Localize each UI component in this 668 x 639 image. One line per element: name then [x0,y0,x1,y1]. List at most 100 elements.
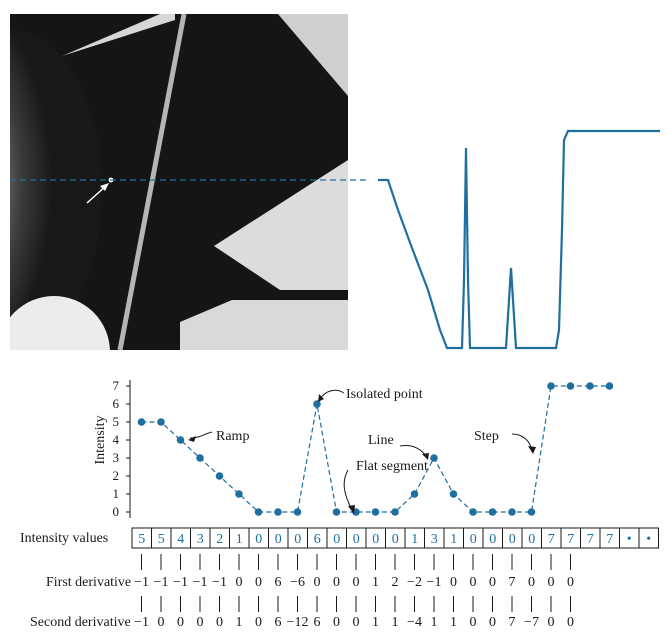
data-point [488,508,497,516]
derivative-value: 7 [509,575,516,590]
data-point [293,508,302,516]
intensity-value: 3 [431,532,438,547]
y-tick-label: 1 [113,486,120,501]
derivative-value: 0 [470,615,477,630]
derivative-value: 0 [333,615,340,630]
intensity-value: 0 [372,532,379,547]
derivative-value: 0 [236,575,243,590]
derivative-value: −7 [524,615,539,630]
intensity-value: 7 [567,532,574,547]
derivative-value: 0 [255,615,262,630]
data-point [313,400,321,408]
intensity-value: 7 [606,532,613,547]
derivative-value: −4 [407,615,422,630]
data-point [449,490,458,498]
intensity-value: 0 [275,532,282,547]
data-point [254,508,263,516]
intensity-value: 6 [314,532,321,547]
derivative-value: 0 [567,615,574,630]
derivative-value: 1 [372,615,379,630]
data-point [137,418,146,426]
derivative-value: 7 [509,615,516,630]
arrow-head-icon [100,183,109,191]
intensity-value: 5 [158,532,165,547]
derivative-value: 0 [216,615,223,630]
derivative-value: 0 [548,615,555,630]
derivative-value: −1 [212,575,227,590]
second-derivative-ticks [141,596,571,612]
data-point [332,508,341,516]
thin-line-feature [117,14,187,350]
annotation-arrow-icon [422,453,429,460]
derivative-value: 0 [197,615,204,630]
intensity-value: 0 [528,532,535,547]
intensity-value: 5 [138,532,145,547]
data-point [391,508,399,516]
intensity-value: 0 [392,532,399,547]
annotation-ramp: Ramp [188,429,249,444]
annotation-arrow-icon [188,436,196,442]
intensity-value: 1 [236,532,243,547]
derivative-value: 6 [275,615,282,630]
y-tick-label: 3 [113,450,120,465]
annotation-arrow-icon [528,446,536,454]
intensity-value: 1 [450,532,457,547]
data-point [469,508,477,516]
derivative-value: 0 [450,575,457,590]
annotation-isolated-point: Isolated point [318,387,423,402]
derivative-value: −2 [407,575,422,590]
data-point [410,490,419,498]
annotation-line: Line [368,433,429,460]
derivative-value: 0 [567,575,574,590]
intensity-value: 7 [548,532,555,547]
annotation-step: Step [474,429,536,454]
ramp-blob [10,30,102,350]
derivative-value: −1 [154,575,169,590]
annotation-flat-segment: Flat segment [343,459,428,514]
intensity-value: • [627,532,632,547]
intensity-value: 7 [587,532,594,547]
intensity-value: 0 [470,532,477,547]
derivative-value: 1 [392,615,399,630]
intensity-value: 0 [333,532,340,547]
data-point [508,508,516,516]
y-tick-label: 0 [113,504,120,519]
top-triangle [62,14,175,56]
intensity-value: 0 [489,532,496,547]
derivative-value: 1 [236,615,243,630]
derivative-value: 1 [431,615,438,630]
derivative-value: −1 [427,575,442,590]
intensity-value: 0 [255,532,262,547]
y-tick-label: 5 [113,414,120,429]
intensity-value: 3 [197,532,204,547]
derivative-value: 0 [314,575,321,590]
lower-bright-region [180,300,348,350]
derivative-value: 1 [372,575,379,590]
test-image [10,14,348,350]
series-points [137,382,614,516]
data-point [566,382,575,390]
intensity-values-label: Intensity values [20,531,108,546]
data-point [235,490,243,498]
data-point [157,418,165,426]
data-point [274,508,282,516]
derivative-value: −1 [193,575,208,590]
second-derivative-label: Second derivative [30,615,131,630]
derivative-value: 0 [528,575,535,590]
y-tick-label: 4 [113,432,120,447]
y-axis-label: Intensity [93,416,108,465]
intensity-value: • [646,532,651,547]
derivative-value: −6 [290,575,305,590]
annotation-arrow-icon [318,394,324,402]
annotation-arrow-icon [348,505,355,514]
bottom-disc [10,296,110,350]
derivative-value: 0 [255,575,262,590]
right-bright-region [214,160,348,290]
intensity-value: 0 [509,532,516,547]
first-derivative-label: First derivative [46,575,131,590]
derivative-value: 2 [392,575,399,590]
intensity-cell [638,527,659,549]
